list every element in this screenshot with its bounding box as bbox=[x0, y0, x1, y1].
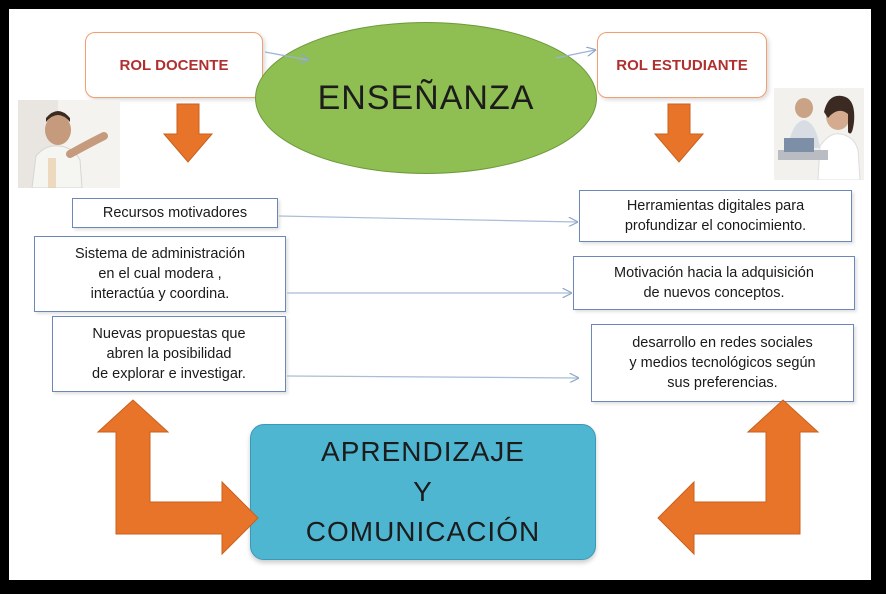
left-box-sistema-text: Sistema de administración en el cual mod… bbox=[74, 246, 246, 302]
role-student-label: ROL ESTUDIANTE bbox=[616, 56, 748, 74]
left-box-propuestas: Nuevas propuestas que abren la posibilid… bbox=[52, 316, 286, 392]
left-box-propuestas-text: Nuevas propuestas que abren la posibilid… bbox=[92, 326, 246, 382]
down-arrow-student bbox=[653, 103, 705, 163]
role-teacher-label: ROL DOCENTE bbox=[119, 56, 229, 74]
aprendizaje-box: APRENDIZAJE Y COMUNICACIÓN bbox=[250, 424, 596, 560]
right-box-desarrollo: desarrollo en redes sociales y medios te… bbox=[591, 324, 854, 402]
right-box-motivacion-text: Motivación hacia la adquisición de nuevo… bbox=[614, 265, 814, 301]
ensenanza-ellipse: ENSEÑANZA bbox=[255, 22, 597, 174]
right-box-desarrollo-text: desarrollo en redes sociales y medios te… bbox=[629, 335, 816, 391]
aprendizaje-line1: APRENDIZAJE bbox=[321, 436, 525, 467]
connector-recursos bbox=[278, 215, 577, 222]
ellipse-to-student-line bbox=[555, 50, 595, 59]
connector-propuestas bbox=[286, 376, 578, 378]
aprendizaje-line3: COMUNICACIÓN bbox=[305, 516, 541, 547]
role-student-box: ROL ESTUDIANTE bbox=[597, 32, 767, 98]
right-box-herramientas-text: Herramientas digitales para profundizar … bbox=[624, 198, 807, 234]
bent-arrow-left bbox=[96, 399, 259, 556]
bent-arrow-right bbox=[657, 399, 820, 556]
teacher-to-ellipse-line bbox=[264, 51, 308, 60]
left-box-sistema: Sistema de administración en el cual mod… bbox=[34, 236, 286, 312]
down-arrow-teacher bbox=[162, 103, 214, 163]
students-photo bbox=[774, 88, 864, 180]
aprendizaje-line2: Y bbox=[413, 476, 433, 507]
right-box-herramientas: Herramientas digitales para profundizar … bbox=[579, 190, 852, 242]
left-box-recursos-text: Recursos motivadores bbox=[102, 205, 248, 221]
right-box-motivacion: Motivación hacia la adquisición de nuevo… bbox=[573, 256, 855, 310]
left-box-recursos: Recursos motivadores bbox=[72, 198, 278, 228]
ensenanza-label: ENSEÑANZA bbox=[317, 78, 535, 117]
teacher-photo bbox=[18, 100, 120, 188]
role-teacher-box: ROL DOCENTE bbox=[85, 32, 263, 98]
